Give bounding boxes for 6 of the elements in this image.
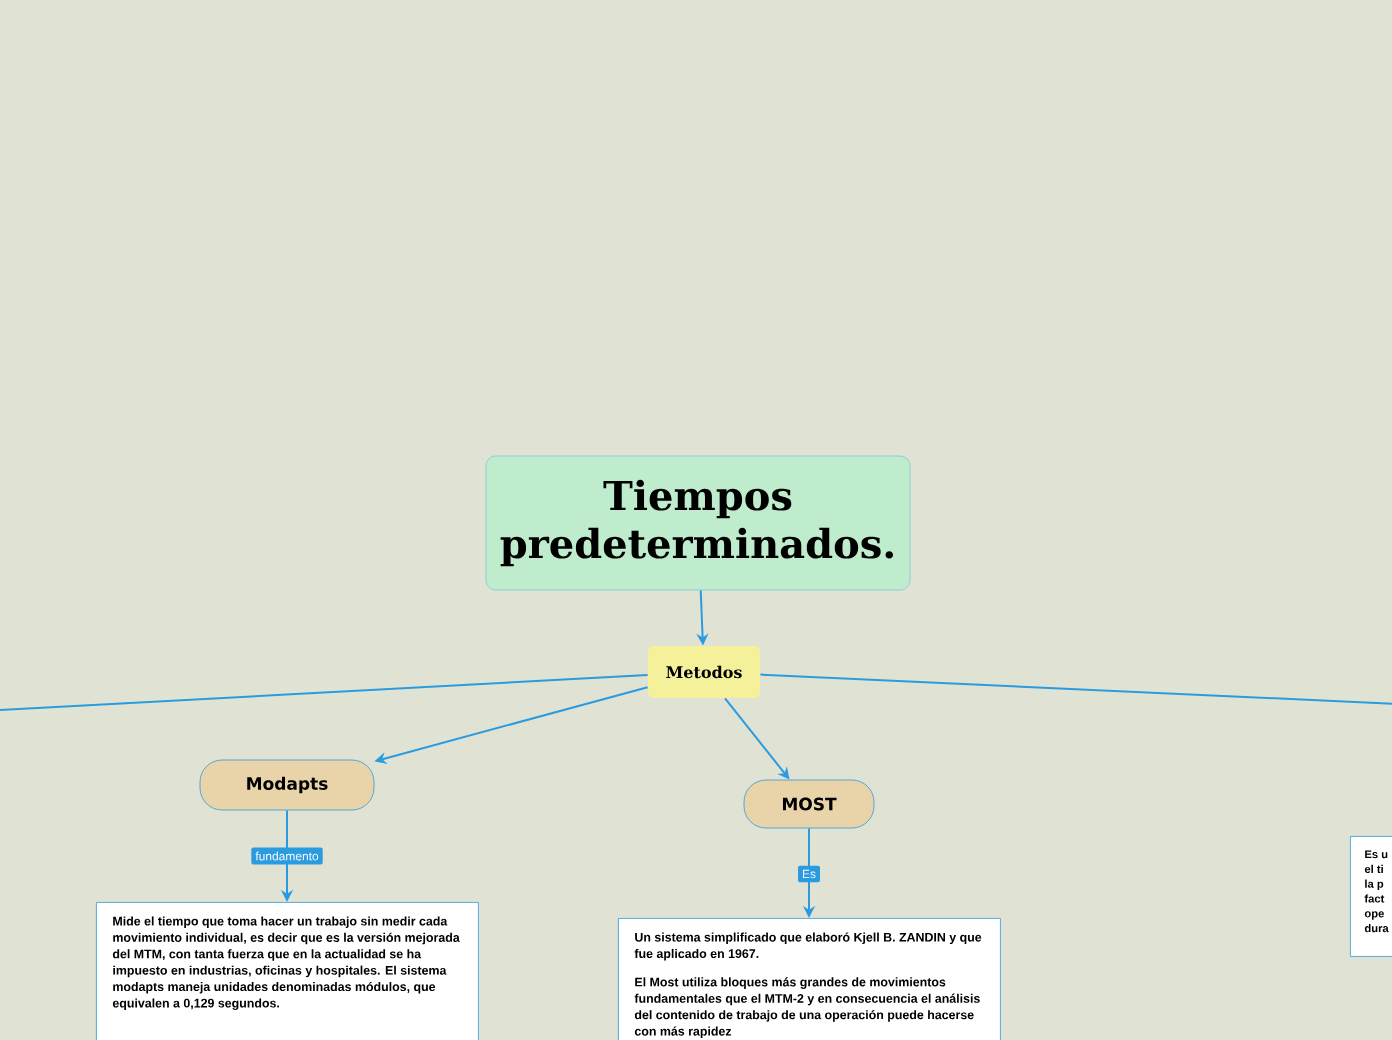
- method-box: Modapts: [199, 759, 375, 811]
- title-box: Tiempos predeterminados.: [485, 455, 911, 591]
- method-box: MOST: [743, 779, 875, 829]
- topic-box: Metodos: [648, 646, 760, 698]
- connector: [759, 673, 1392, 706]
- connector: [0, 674, 649, 712]
